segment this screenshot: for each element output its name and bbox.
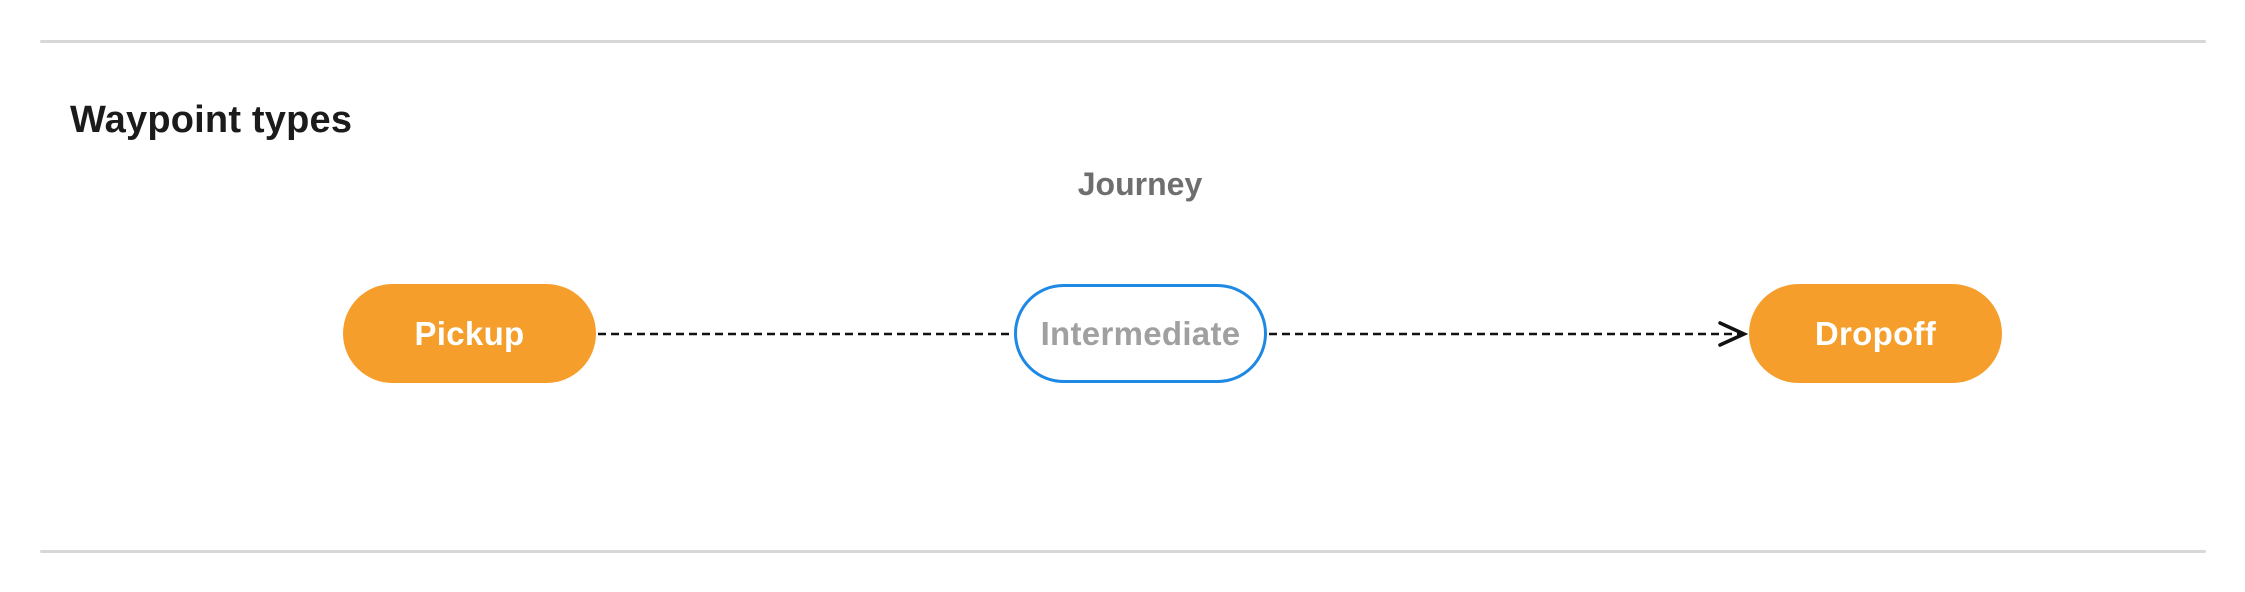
node-dropoff: Dropoff xyxy=(1749,284,2002,383)
section-title: Waypoint types xyxy=(70,98,353,141)
node-pickup: Pickup xyxy=(343,284,596,383)
node-intermediate: Intermediate xyxy=(1014,284,1267,383)
top-divider xyxy=(40,40,2206,43)
journey-diagram-title: Journey xyxy=(1077,166,1203,202)
bottom-divider xyxy=(40,550,2206,553)
